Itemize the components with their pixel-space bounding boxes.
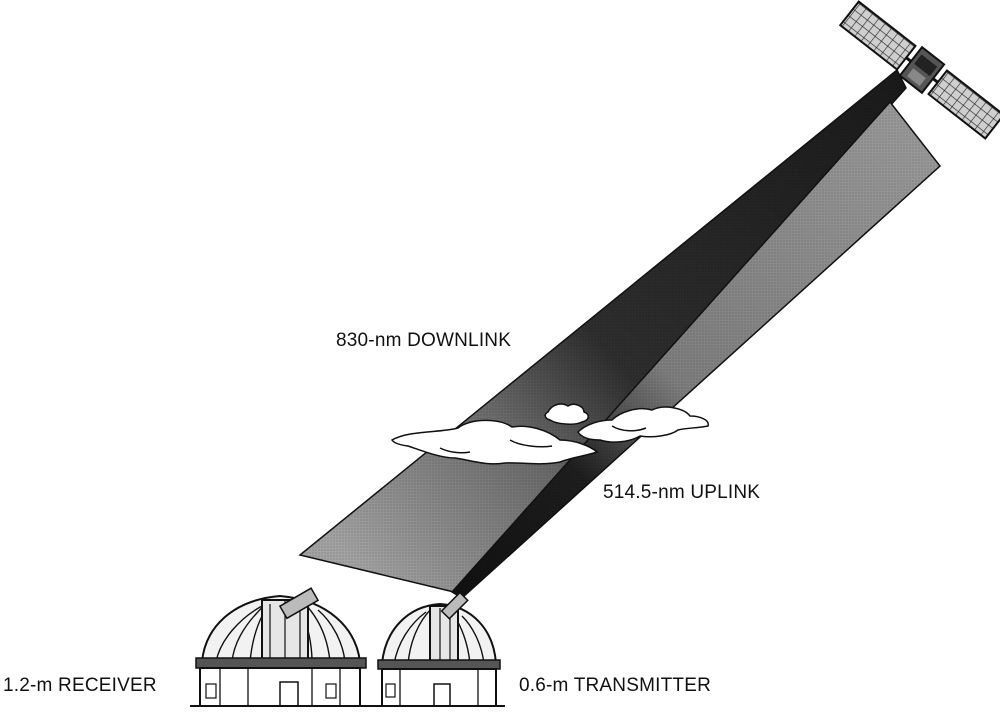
clouds xyxy=(390,403,709,465)
cloud-right xyxy=(577,406,709,443)
cloud-left xyxy=(390,419,599,465)
uplink-beam xyxy=(450,100,942,599)
uplink-label: 514.5-nm UPLINK xyxy=(603,482,761,503)
receiver-telescope xyxy=(278,587,320,620)
transmitter-label: 0.6-m TRANSMITTER xyxy=(519,675,712,696)
receiver-door xyxy=(279,681,299,707)
satellite xyxy=(838,0,1000,140)
receiver-label: 1.2-m RECEIVER xyxy=(3,675,157,696)
cloud-small xyxy=(544,403,589,425)
solar-panel-right xyxy=(927,69,1000,140)
transmitter-telescope xyxy=(440,591,469,620)
downlink-label: 830-nm DOWNLINK xyxy=(336,330,512,351)
transmitter-door xyxy=(433,683,451,707)
transmitter-observatory xyxy=(377,591,501,707)
receiver-observatory xyxy=(195,587,367,707)
solar-panel-left xyxy=(838,0,917,71)
